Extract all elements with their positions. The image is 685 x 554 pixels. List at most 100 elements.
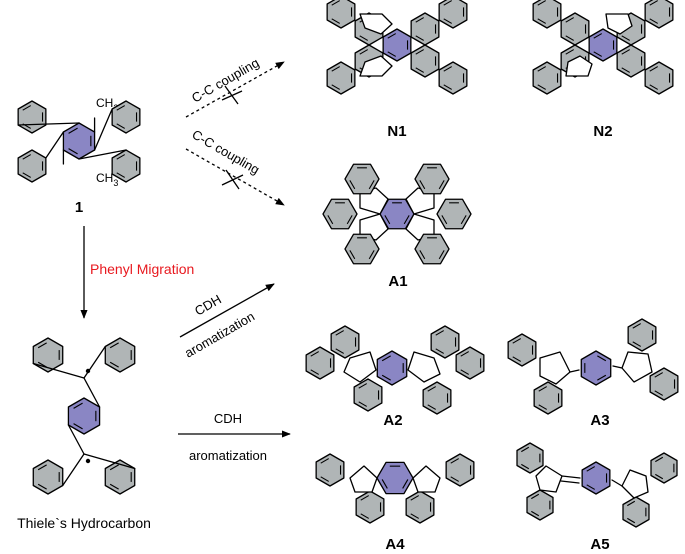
- double-bond: [109, 464, 119, 471]
- double-bond: [565, 17, 575, 23]
- five-membered-ring: [621, 469, 649, 499]
- five-membered-ring: [621, 351, 653, 383]
- phenyl-bond: [17, 122, 80, 126]
- molecule-N2: [532, 0, 674, 95]
- cdh-label-bottom: CDH: [214, 411, 242, 426]
- compound-1-label: 1: [75, 199, 83, 216]
- phenyl-bond: [45, 131, 65, 159]
- double-bond: [435, 348, 445, 354]
- double-bond: [450, 458, 460, 464]
- exocyclic-bond: [561, 475, 581, 479]
- double-bond: [419, 180, 426, 190]
- central-benzene-ring: [62, 122, 96, 160]
- benzene-ring: [649, 367, 679, 401]
- double-bond: [22, 172, 32, 178]
- phenyl-ring: [104, 337, 136, 373]
- double-bond: [73, 402, 83, 409]
- double-bond: [387, 51, 397, 57]
- double-bond: [68, 148, 78, 155]
- single-bond: [83, 345, 106, 379]
- double-bond: [387, 33, 397, 39]
- double-bond: [655, 456, 664, 463]
- double-bond: [415, 17, 425, 23]
- compound-A2-label: A2: [383, 412, 402, 429]
- benzene-ring: [533, 381, 563, 415]
- double-bond: [359, 35, 369, 41]
- central-benzene-ring: [67, 397, 101, 435]
- double-bond: [310, 351, 320, 357]
- double-bond: [512, 356, 522, 362]
- double-bond: [427, 386, 437, 392]
- double-bond: [415, 35, 425, 41]
- double-bond: [116, 172, 126, 178]
- double-bond: [402, 479, 409, 489]
- double-bond: [593, 51, 603, 57]
- double-bond: [335, 330, 345, 336]
- five-membered-ring: [349, 465, 378, 493]
- double-bond: [346, 215, 353, 225]
- phenyl-ring: [32, 337, 64, 373]
- molecule-A1: [322, 163, 472, 265]
- double-bond: [627, 500, 636, 507]
- double-bond: [360, 513, 370, 519]
- double-bond: [531, 493, 540, 500]
- benzene-ring: [305, 346, 335, 380]
- double-bond: [537, 0, 547, 6]
- five-membered-ring: [565, 55, 593, 77]
- central-benzene-ring: [581, 461, 611, 495]
- double-bond: [512, 338, 522, 344]
- phenyl-ring: [104, 459, 136, 495]
- compound-A3-label: A3: [590, 412, 609, 429]
- five-membered-ring: [605, 13, 633, 35]
- double-bond: [358, 401, 368, 407]
- aromatization-label-bottom: aromatization: [189, 448, 267, 463]
- benzene-ring: [644, 0, 674, 29]
- cc-coupling-label-bottom: C-C coupling: [190, 127, 263, 178]
- double-bond: [335, 348, 345, 354]
- double-bond: [360, 495, 370, 501]
- double-bond: [537, 84, 547, 90]
- phenyl-bond: [78, 149, 127, 160]
- benzene-ring: [330, 325, 360, 359]
- exocyclic-double-bond: [560, 480, 580, 484]
- benzene-ring: [507, 333, 537, 367]
- phenyl-ring: [17, 100, 47, 134]
- molecule-A5: [516, 442, 678, 528]
- compound-N1-label: N1: [387, 123, 406, 140]
- double-bond: [531, 510, 540, 517]
- double-bond: [621, 35, 631, 41]
- molecule-A2: [305, 325, 485, 415]
- phenyl-ring: [17, 149, 47, 183]
- central-benzene-ring: [382, 28, 412, 62]
- benzene-ring: [526, 489, 554, 521]
- double-bond: [73, 423, 83, 430]
- benzene-ring: [436, 198, 472, 230]
- benzene-ring: [410, 12, 440, 46]
- benzene-ring: [532, 0, 562, 29]
- double-bond: [443, 18, 453, 24]
- double-bond: [586, 466, 596, 472]
- molecule-A4: [315, 453, 475, 524]
- benzene-ring: [627, 318, 657, 352]
- compound-N2-label: N2: [593, 123, 612, 140]
- benzene-ring: [322, 198, 358, 230]
- central-benzene-ring: [376, 461, 414, 495]
- double-bond: [632, 323, 642, 329]
- double-bond: [521, 446, 530, 453]
- molecule-A3: [507, 318, 679, 415]
- double-bond: [37, 464, 47, 471]
- double-bond: [415, 49, 425, 55]
- benzene-ring: [650, 452, 678, 484]
- double-bond: [320, 458, 330, 464]
- double-bond: [427, 404, 437, 410]
- five-membered-ring: [539, 351, 571, 385]
- double-bond: [450, 476, 460, 482]
- double-bond: [538, 386, 548, 392]
- double-bond: [68, 127, 78, 134]
- benzene-ring: [326, 61, 356, 95]
- double-bond: [438, 180, 445, 190]
- arrow-phenyl-migration: Phenyl Migration: [80, 226, 194, 319]
- benzene-ring: [644, 61, 674, 95]
- methylene-bond-bottom: [67, 424, 85, 455]
- double-bond: [654, 372, 664, 378]
